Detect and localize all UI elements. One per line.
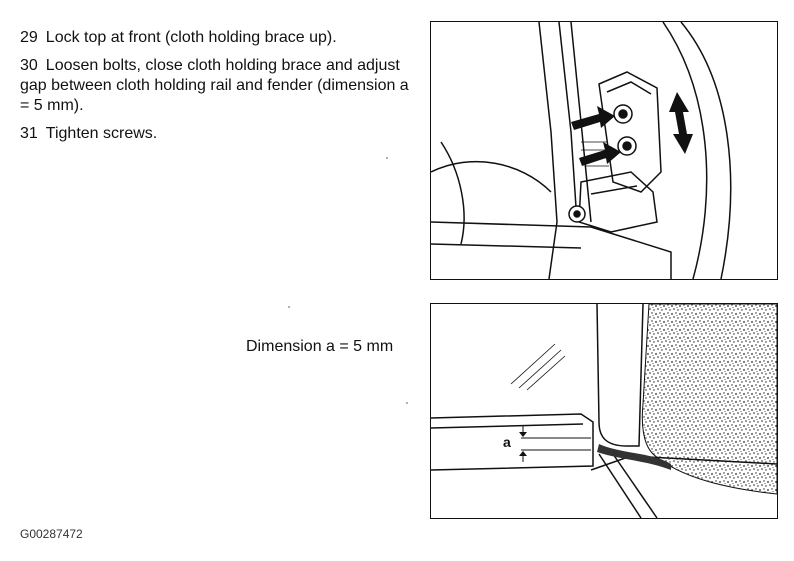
step-31: 31 Tighten screws. [20,124,420,144]
document-code: G00287472 [20,527,83,541]
step-number: 29 [20,29,38,46]
brace-bracket-illustration [431,22,732,279]
scan-speck [386,157,388,159]
gap-dimension-illustration: a [431,304,777,518]
dimension-label-a: a [503,434,511,450]
step-number: 30 [20,57,38,74]
scan-speck [406,402,408,404]
brace-bracket-figure [430,21,778,280]
scan-speck [288,306,290,308]
instruction-steps: 29 Lock top at front (cloth holding brace… [20,28,420,152]
step-text: Loosen bolts, close cloth holding brace … [20,57,409,114]
step-text: Lock top at front (cloth holding brace u… [45,29,337,46]
step-text: Tighten screws. [45,125,158,142]
gap-dimension-figure: a [430,303,778,519]
dimension-caption: Dimension a = 5 mm [246,338,394,355]
step-29: 29 Lock top at front (cloth holding brace… [20,28,420,48]
step-number: 31 [20,125,38,142]
